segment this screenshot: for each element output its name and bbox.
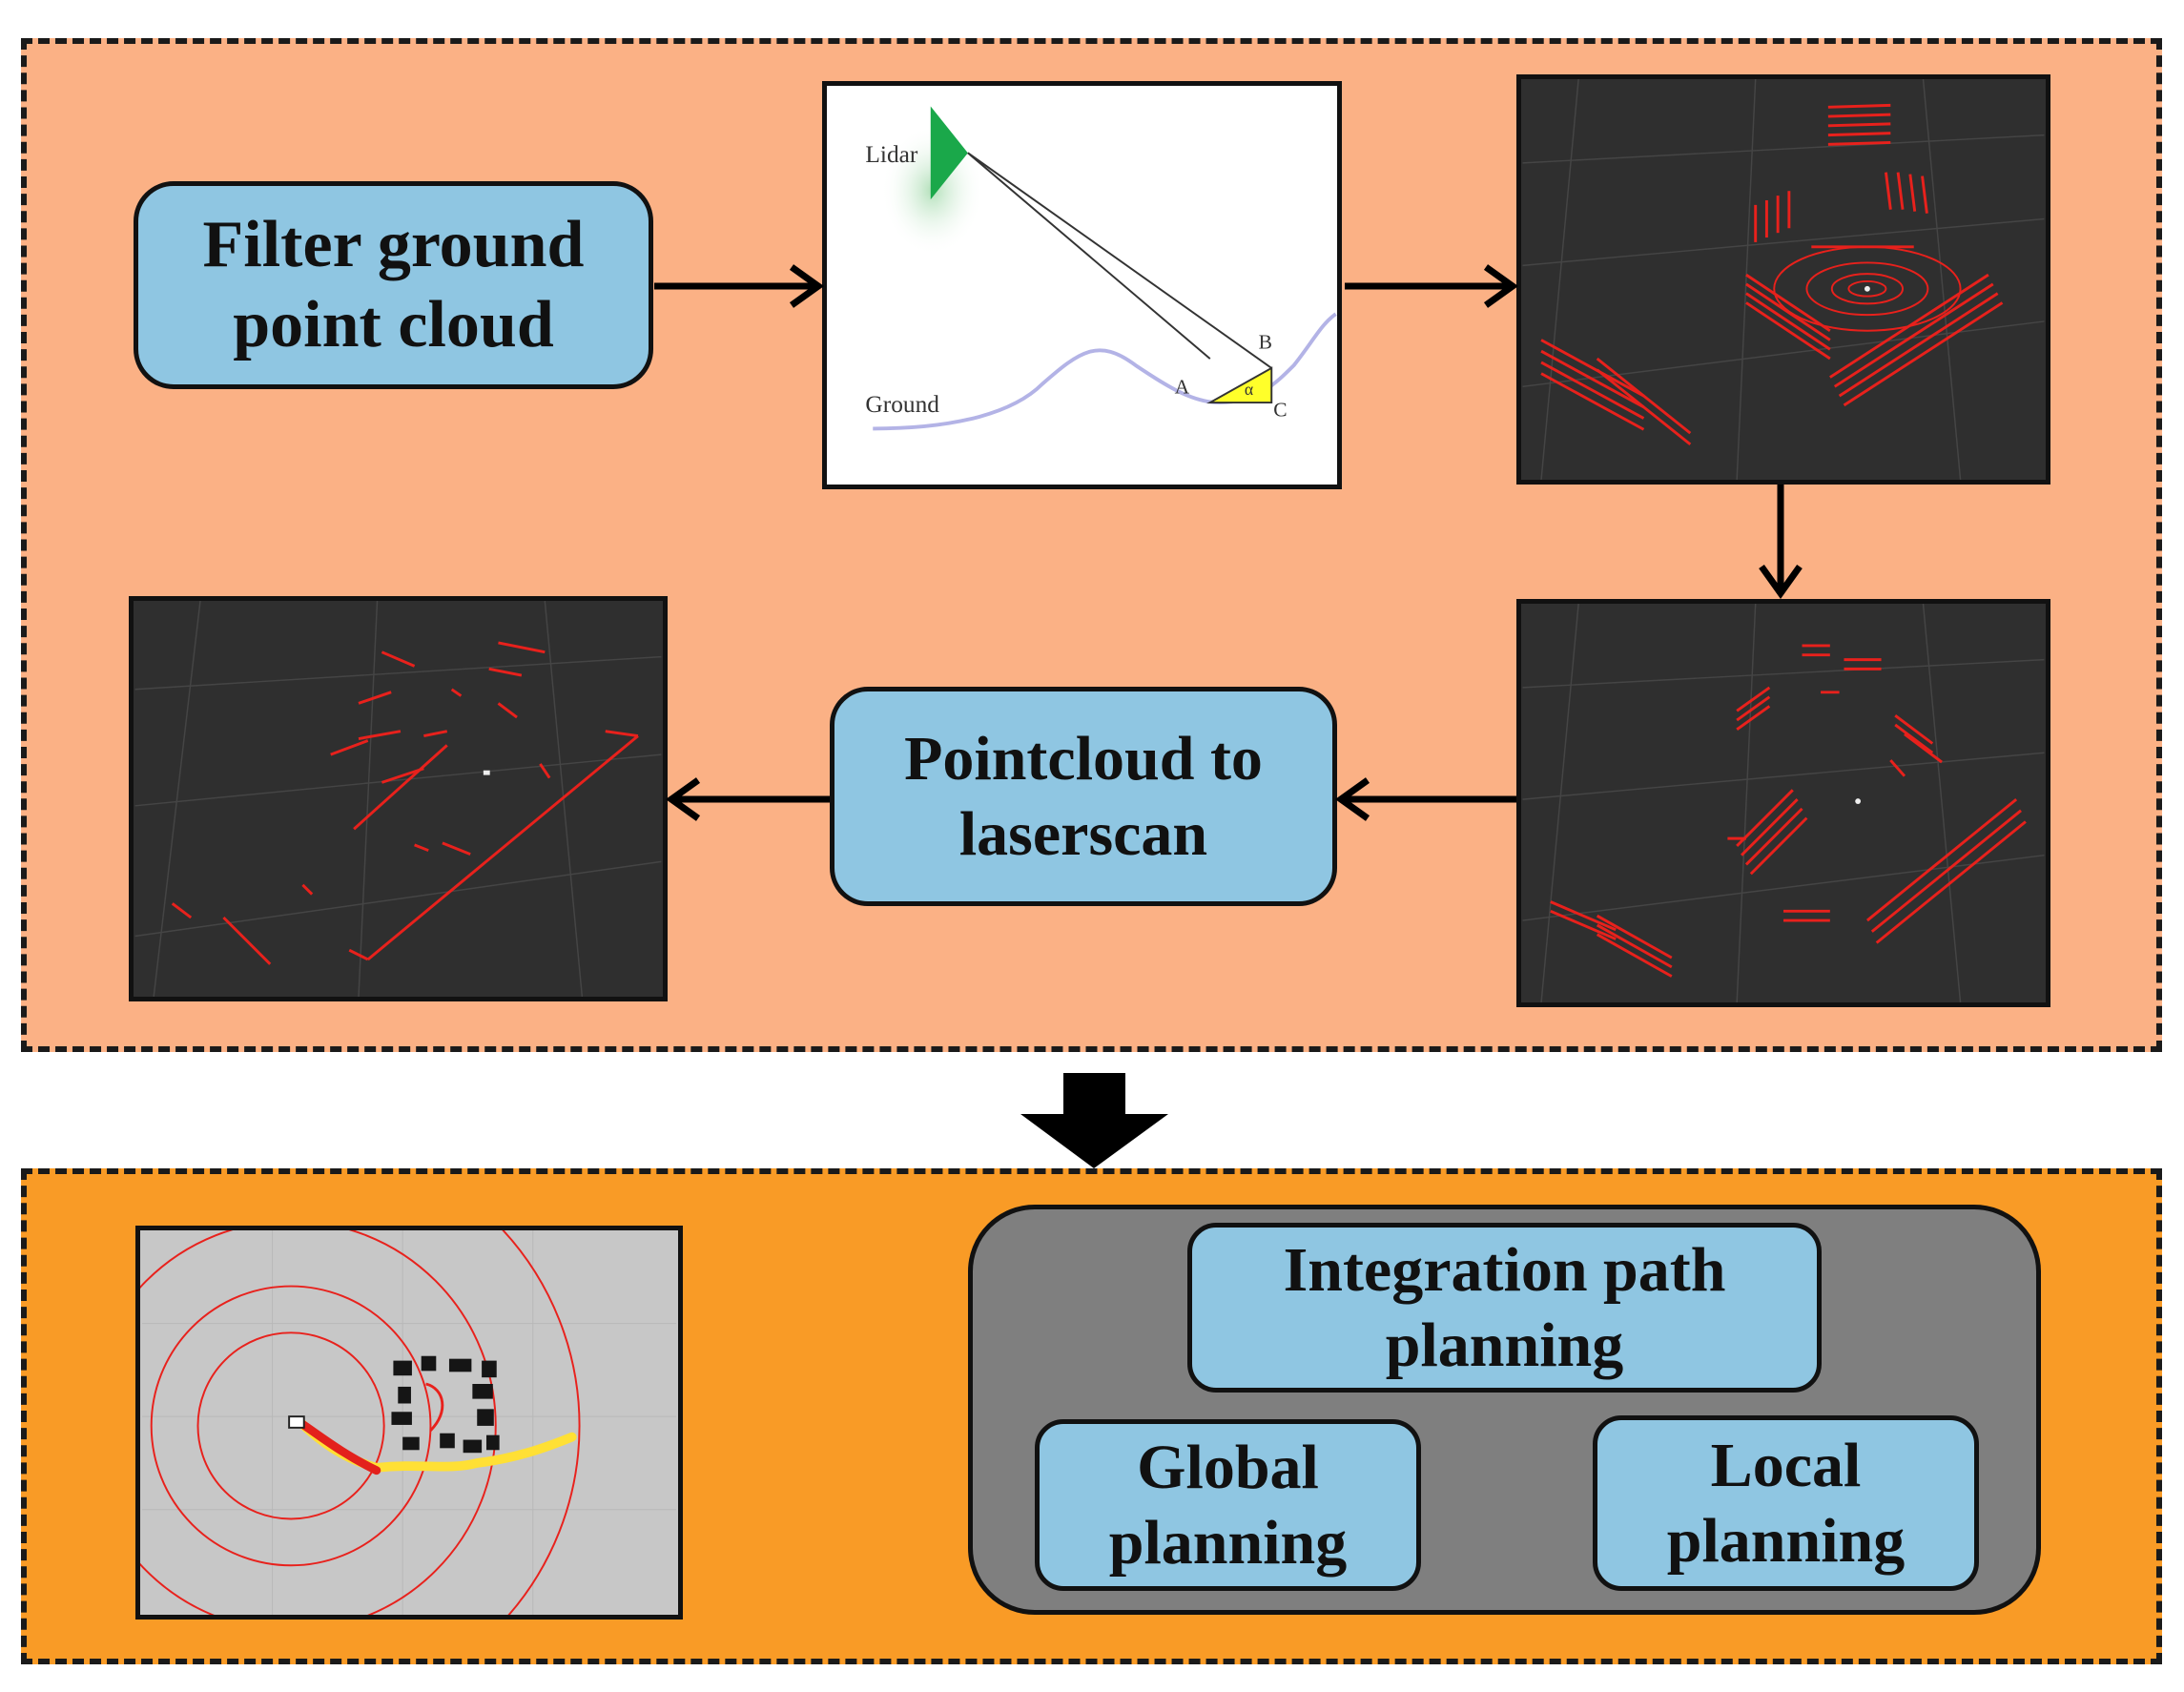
robot-icon	[288, 1415, 305, 1429]
lidar-ground-diagram: Lidar Ground A B C α	[822, 81, 1342, 489]
point-b-label: B	[1259, 330, 1272, 353]
laserscan-render	[129, 596, 668, 1001]
laserscan-points	[171, 641, 639, 965]
angle-triangle	[1206, 366, 1273, 404]
integration-path-planning-box: Integration path planning	[1187, 1223, 1822, 1393]
robot-marker	[483, 770, 490, 775]
lidar-label: Lidar	[865, 141, 918, 168]
ground-label: Ground	[865, 391, 939, 418]
lidar-sensor-icon	[930, 106, 968, 200]
filtered-pointcloud-render	[1516, 599, 2050, 1007]
render-grid	[1522, 604, 2045, 1002]
obstacle-cluster	[391, 1355, 500, 1454]
local-path	[298, 1419, 381, 1475]
pointcloud-to-laserscan-box: Pointcloud to laserscan	[830, 687, 1337, 906]
big-down-arrow	[1020, 1073, 1168, 1168]
render-grid	[1522, 79, 2045, 480]
point-cloud-points	[1540, 103, 2004, 446]
global-planning-box: Global planning	[1035, 1419, 1421, 1591]
robot-marker	[1864, 285, 1870, 292]
global-path	[297, 1419, 577, 1473]
point-a-label: A	[1175, 375, 1190, 398]
ground-curve	[873, 312, 1337, 431]
point-c-label: C	[1273, 399, 1287, 422]
navigation-map-render	[135, 1226, 683, 1620]
robot-marker	[1855, 798, 1862, 804]
beam-line-a	[967, 152, 1211, 360]
point-cloud-points	[1550, 644, 2027, 978]
render-grid	[134, 601, 662, 997]
local-obstacle-arc	[425, 1382, 444, 1432]
angle-label: α	[1245, 380, 1253, 399]
filter-ground-box: Filter ground point cloud	[134, 181, 653, 389]
ring-scan	[1773, 245, 1962, 332]
beam-line-b	[967, 152, 1272, 369]
local-planning-box: Local planning	[1593, 1415, 1979, 1591]
raw-pointcloud-render	[1516, 74, 2050, 485]
range-rings	[140, 1230, 581, 1615]
